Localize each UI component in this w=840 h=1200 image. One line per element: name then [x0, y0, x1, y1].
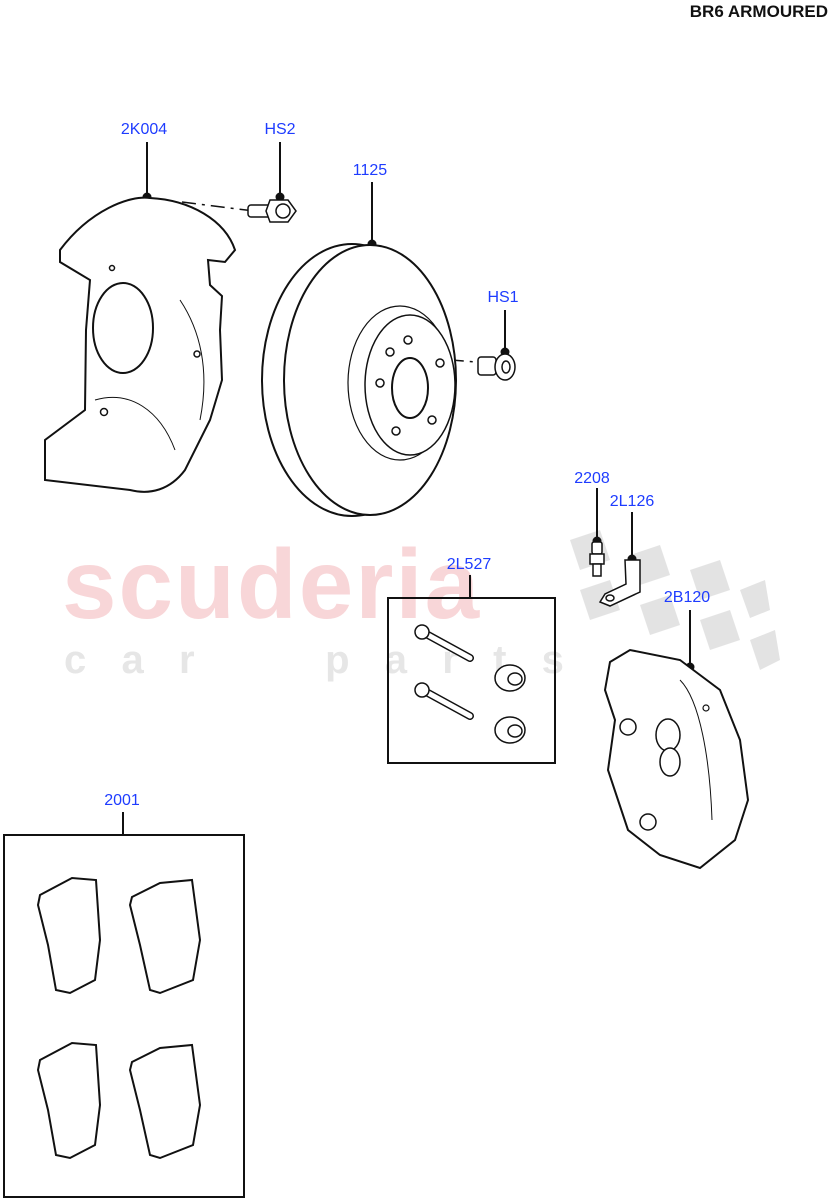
callout-2l126[interactable]: 2L126: [609, 493, 655, 510]
bleed-screw-drawing: [589, 541, 605, 577]
hose-bracket-drawing: [598, 559, 641, 607]
screw-hs1-drawing: [477, 353, 516, 381]
callout-hs1[interactable]: HS1: [487, 289, 519, 306]
diagram-title: BR6 ARMOURED: [689, 2, 828, 21]
callout-2k004[interactable]: 2K004: [120, 121, 168, 138]
watermark-letter: a: [384, 638, 408, 682]
brake-pad-set-box: [3, 834, 245, 1198]
brake-pads-drawing: [36, 876, 202, 1160]
callout-2208[interactable]: 2208: [574, 470, 610, 487]
callout-2b120[interactable]: 2B120: [663, 589, 711, 606]
bolt-hs2-drawing: [247, 199, 297, 223]
callout-2001[interactable]: 2001: [104, 792, 140, 809]
callout-2l527[interactable]: 2L527: [446, 556, 492, 573]
guide-pin-kit-drawing: [414, 624, 526, 744]
brake-shield-drawing: [44, 196, 237, 493]
watermark-letter: c: [64, 638, 87, 682]
watermark-letter: a: [121, 638, 144, 682]
watermark-letter: s: [541, 638, 564, 682]
watermark-brand: scuderia: [62, 529, 482, 639]
brake-disc-drawing: [261, 243, 457, 517]
watermark-letter: r: [179, 638, 195, 682]
caliper-drawing: [603, 648, 750, 870]
callout-hs2[interactable]: HS2: [264, 121, 296, 138]
callout-1125[interactable]: 1125: [352, 162, 388, 179]
watermark-letter: p: [325, 638, 350, 682]
guide-pin-kit-box: [387, 597, 556, 764]
